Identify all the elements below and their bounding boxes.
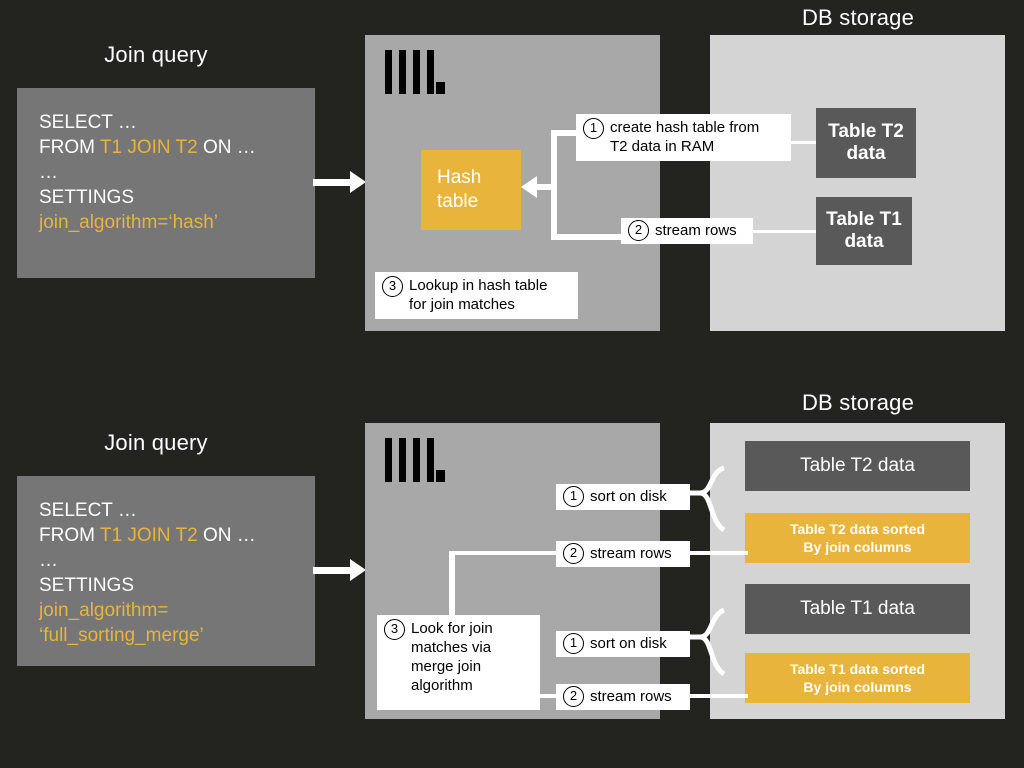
top-callout-1[interactable]: 1 create hash table from T2 data in RAM [576, 114, 791, 161]
bottom-query-line-2: FROM T1 JOIN T2 ON … [39, 523, 293, 548]
step-number-circle: 2 [563, 543, 584, 564]
top-query-line-3: … [39, 162, 58, 183]
top-connector-bottom-stub [551, 234, 641, 240]
top-join-query-heading: Join query [104, 42, 208, 67]
bottom-connector-stub-upper [449, 551, 564, 555]
bottom-bracket-t2 [686, 465, 726, 533]
bottom-callout-1a-text: sort on disk [590, 488, 667, 505]
bottom-gutter-4 [660, 659, 710, 686]
bottom-bracket-t1 [686, 607, 726, 677]
top-connector-t1 [752, 230, 816, 233]
step-number-circle: 2 [563, 686, 584, 707]
bottom-query-line-5: join_algorithm= [39, 600, 169, 621]
hash-tile-line-1: Hash [437, 167, 482, 188]
top-query-line-2-post: ON … [197, 137, 256, 158]
top-tile-t1: Table T1 data [816, 197, 912, 265]
top-connector-t2 [788, 141, 816, 144]
clickhouse-logo-icon [385, 438, 450, 483]
top-tile-t2-label: Table T2 data [828, 121, 904, 164]
step-number-circle: 2 [628, 220, 649, 241]
bottom-db-storage-heading: DB storage [801, 390, 915, 415]
bottom-tile-t1: Table T1 data [745, 584, 970, 634]
top-query-line-1: SELECT … [39, 112, 137, 133]
bottom-gutter-2 [660, 513, 710, 543]
step-number-circle: 3 [382, 276, 403, 297]
top-gutter-upper [660, 35, 710, 120]
bottom-callout-2a[interactable]: 2 stream rows [556, 541, 690, 567]
step-number-circle: 1 [563, 633, 584, 654]
top-tile-t2: Table T2 data [816, 108, 916, 178]
top-query-line-2-accent: T1 JOIN T2 [99, 137, 198, 158]
top-hash-arrowhead [521, 176, 537, 198]
bottom-callout-1b[interactable]: 1 sort on disk [556, 631, 690, 657]
bottom-query-line-6: ‘full_sorting_merge’ [39, 625, 204, 646]
top-gutter-lower [660, 245, 710, 331]
top-db-storage-heading: DB storage [801, 5, 915, 30]
top-query-line-4: SETTINGS [39, 187, 135, 208]
top-callout-2-text: stream rows [655, 222, 737, 239]
bottom-connector-stub-lower [526, 694, 566, 698]
step-number-circle: 1 [563, 486, 584, 507]
top-query-line-2: FROM T1 JOIN T2 ON … [39, 135, 293, 160]
step-number-circle: 1 [583, 118, 604, 139]
clickhouse-logo-icon [385, 50, 450, 95]
top-callout-3-text: Lookup in hash table for join matches [409, 277, 548, 313]
hash-tile-line-2: table [437, 191, 479, 212]
bottom-gutter-3 [660, 563, 710, 641]
bottom-tile-t1-sorted-label: Table T1 data sorted By join columns [789, 661, 926, 695]
bottom-tile-t2-sorted-label: Table T2 data sorted By join columns [789, 521, 926, 555]
top-storage-panel [710, 35, 1005, 331]
bottom-tile-t1-sorted: Table T1 data sorted By join columns [745, 653, 970, 703]
bottom-callout-3[interactable]: 3 Look for join matches via merge join a… [377, 615, 540, 710]
top-connector-to-hash [530, 184, 555, 190]
bottom-callout-2b-text: stream rows [590, 688, 672, 705]
bottom-callout-2a-text: stream rows [590, 545, 672, 562]
top-callout-1-text: create hash table from T2 data in RAM [610, 119, 760, 155]
bottom-connector-t1-sorted [688, 694, 748, 698]
bottom-tile-t1-label: Table T1 data [800, 598, 915, 619]
top-query-line-2-pre: FROM [39, 137, 100, 158]
bottom-query-line-1: SELECT … [39, 500, 137, 521]
bottom-callout-1a[interactable]: 1 sort on disk [556, 484, 690, 510]
step-number-circle: 3 [384, 619, 405, 640]
bottom-tile-t2-sorted: Table T2 data sorted By join columns [745, 513, 970, 563]
bottom-connector-t2-sorted [688, 551, 748, 555]
hash-table-tile: Hash table [421, 150, 521, 230]
bottom-connector-trunk-upper [449, 551, 455, 651]
top-query-box: SELECT … FROM T1 JOIN T2 ON … … SETTINGS… [17, 88, 315, 278]
bottom-callout-2b[interactable]: 2 stream rows [556, 684, 690, 710]
top-query-line-5: join_algorithm=‘hash’ [39, 212, 219, 233]
bottom-callout-3-text: Look for join matches via merge join alg… [411, 620, 493, 694]
bottom-query-line-4: SETTINGS [39, 575, 135, 596]
bottom-callout-1b-text: sort on disk [590, 635, 667, 652]
bottom-query-line-2-pre: FROM [39, 525, 100, 546]
bottom-join-query-heading: Join query [104, 430, 208, 455]
top-callout-3[interactable]: 3 Lookup in hash table for join matches [375, 272, 578, 319]
top-tile-t1-label: Table T1 data [826, 209, 902, 252]
bottom-tile-t2-label: Table T2 data [800, 455, 915, 476]
bottom-query-line-3: … [39, 550, 58, 571]
bottom-query-line-2-accent: T1 JOIN T2 [99, 525, 198, 546]
bottom-query-line-2-post: ON … [197, 525, 256, 546]
top-gutter-mid [660, 173, 710, 220]
top-callout-2[interactable]: 2 stream rows [621, 218, 753, 244]
bottom-query-box: SELECT … FROM T1 JOIN T2 ON … … SETTINGS… [17, 476, 315, 666]
bottom-tile-t2: Table T2 data [745, 441, 970, 491]
